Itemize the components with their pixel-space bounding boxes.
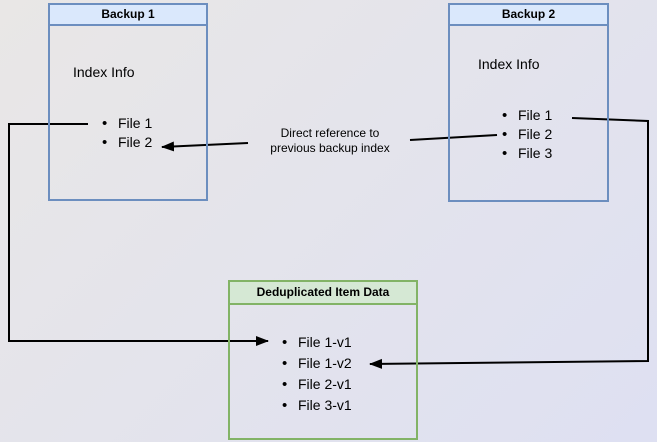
list-item: File 1-v2 [282,353,352,374]
list-item: File 3 [502,144,552,163]
list-item: File 2-v1 [282,374,352,395]
edge-label: Direct reference to previous backup inde… [250,126,410,156]
backup2-title: Backup 2 [450,5,607,26]
backup2-subtitle: Index Info [478,56,540,72]
list-item: File 1-v1 [282,332,352,353]
list-item: File 1 [502,106,552,125]
backup2-box: Backup 2 Index Info File 1File 2File 3 [448,3,609,202]
list-item: File 2 [502,125,552,144]
edge-label-line1: Direct reference to [280,126,380,140]
backup1-title: Backup 1 [50,5,206,26]
dedup-file-list: File 1-v1File 1-v2File 2-v1File 3-v1 [282,332,352,416]
dedup-title: Deduplicated Item Data [230,282,416,305]
backup1-subtitle: Index Info [73,64,135,80]
backup1-box: Backup 1 Index Info File 1File 2 [48,3,208,201]
list-item: File 2 [102,133,152,152]
edge-label-line2: previous backup index [270,141,390,155]
backup2-file-list: File 1File 2File 3 [502,106,552,163]
dedup-box: Deduplicated Item Data File 1-v1File 1-v… [228,280,418,440]
backup1-file-list: File 1File 2 [102,114,152,152]
list-item: File 3-v1 [282,395,352,416]
list-item: File 1 [102,114,152,133]
